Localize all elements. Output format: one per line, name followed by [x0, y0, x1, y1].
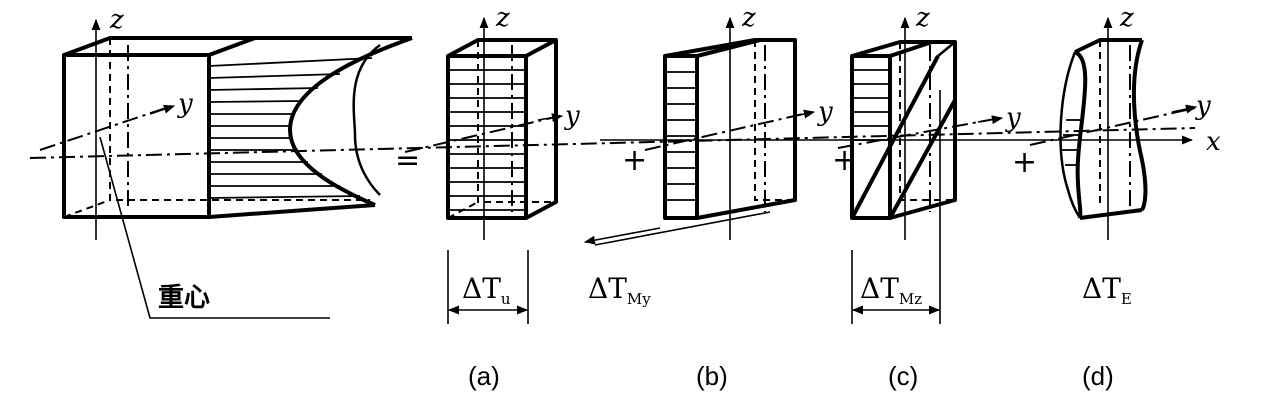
panel-a-hatch: [448, 69, 526, 211]
panel-b-my: z y ΔTMy (b): [583, 3, 833, 391]
panel-c-mz: z y ΔTMz (c): [837, 3, 1021, 391]
panel-c-delta-label: ΔTMz: [860, 272, 922, 308]
panel-d-e: z y ΔTE (d): [1029, 3, 1211, 391]
y-axis-label-b: y: [817, 97, 833, 127]
centroid-label: 重心: [158, 283, 210, 313]
y-axis-label-a: y: [564, 101, 580, 131]
panel-c-caption: (c): [888, 361, 918, 391]
plus-sign-3: +: [1012, 145, 1037, 180]
z-axis-label-d: z: [1119, 3, 1134, 33]
panel-a-caption: (a): [468, 361, 500, 391]
plus-sign-1: +: [622, 143, 647, 178]
y-axis-label-original: y: [177, 89, 193, 119]
panel-d-delta-label: ΔTE: [1082, 272, 1132, 308]
panel-a-delta-label: ΔTu: [462, 272, 511, 308]
equals-sign: =: [395, 143, 420, 178]
z-axis-label-c: z: [915, 3, 930, 33]
original-member: z y 重心: [39, 5, 413, 319]
z-axis-label-original: z: [109, 5, 124, 35]
y-axis-label-c: y: [1005, 103, 1021, 133]
original-hatch: [208, 57, 373, 199]
z-axis-label-a: z: [495, 3, 510, 33]
centroid-leader-line: [99, 136, 330, 319]
x-axis-label: x: [1206, 127, 1221, 157]
y-axis-label-d: y: [1195, 91, 1211, 121]
panel-d-caption: (d): [1082, 361, 1114, 391]
panel-b-hatch: [665, 71, 697, 201]
panel-b-delta-label: ΔTMy: [588, 272, 651, 308]
panel-d-hatch: [1062, 119, 1080, 166]
panel-a-uniform: z y ΔTu (a): [404, 3, 580, 391]
panel-b-caption: (b): [696, 361, 728, 391]
z-axis-label-b: z: [741, 3, 756, 33]
panel-c-hatch: [852, 69, 890, 141]
